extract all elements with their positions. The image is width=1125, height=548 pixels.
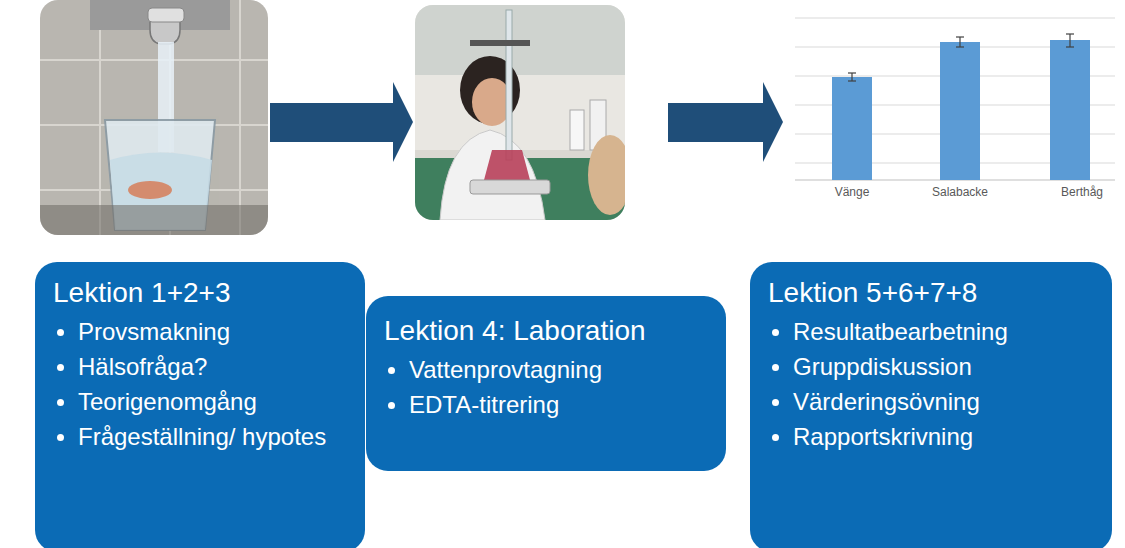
bullet-dot [388,402,395,409]
axis-label: Salabacke [932,185,988,199]
bullet-text: Teorigenomgång [78,386,257,417]
bullet-text: Värderingsövning [793,386,980,417]
lesson-box: Lektion 1+2+3ProvsmakningHälsofråga? Teor… [35,262,365,548]
bullet-row: Värderingsövning [768,386,1098,417]
lab-photo [415,5,625,220]
bullet-row: Provsmakning [53,316,351,347]
bullet-dot [57,434,64,441]
bullet-text: Frågeställning/ hypotes [78,421,326,452]
bullet-text: Gruppdiskussion [793,351,972,382]
bullet-row: Hälsofråga? [53,351,351,382]
bullet-row: Vattenprovtagning [384,354,712,385]
tap-photo [40,0,268,235]
bullet-text: Hälsofråga? [78,351,207,382]
bullet-dot [772,329,779,336]
lesson-box: Lektion 5+6+7+8ResultatbearbetningGruppd… [750,262,1112,548]
bullet-dot [772,364,779,371]
bullet-dot [388,367,395,374]
bullet-row: Gruppdiskussion [768,351,1098,382]
lesson-heading: Lektion 5+6+7+8 [768,276,1098,310]
bullet-row: Resultatbearbetning [768,316,1098,347]
bullet-text: Vattenprovtagning [409,354,602,385]
bullet-row: Frågeställning/ hypotes [53,421,351,452]
bullet-dot [772,399,779,406]
bullet-dot [57,329,64,336]
bullet-row: Teorigenomgång [53,386,351,417]
block-arrow [668,82,783,162]
lesson-heading: Lektion 4: Laboration [384,314,712,348]
bullet-dot [57,399,64,406]
bullet-dot [57,364,64,371]
bar-chart [795,18,1115,180]
bullet-row: Rapportskrivning [768,421,1098,452]
bullet-row: EDTA-titrering [384,389,712,420]
lesson-heading: Lektion 1+2+3 [53,276,351,310]
bullet-dot [772,434,779,441]
bullet-text: Rapportskrivning [793,421,973,452]
bullet-text: Provsmakning [78,316,230,347]
bullet-text: EDTA-titrering [409,389,559,420]
axis-label: Vänge [835,185,870,199]
block-arrow [270,82,413,162]
lab-box: Lektion 4: LaborationVattenprovtagningED… [366,296,726,471]
axis-label: Berthåg [1061,185,1103,199]
bullet-text: Resultatbearbetning [793,316,1008,347]
